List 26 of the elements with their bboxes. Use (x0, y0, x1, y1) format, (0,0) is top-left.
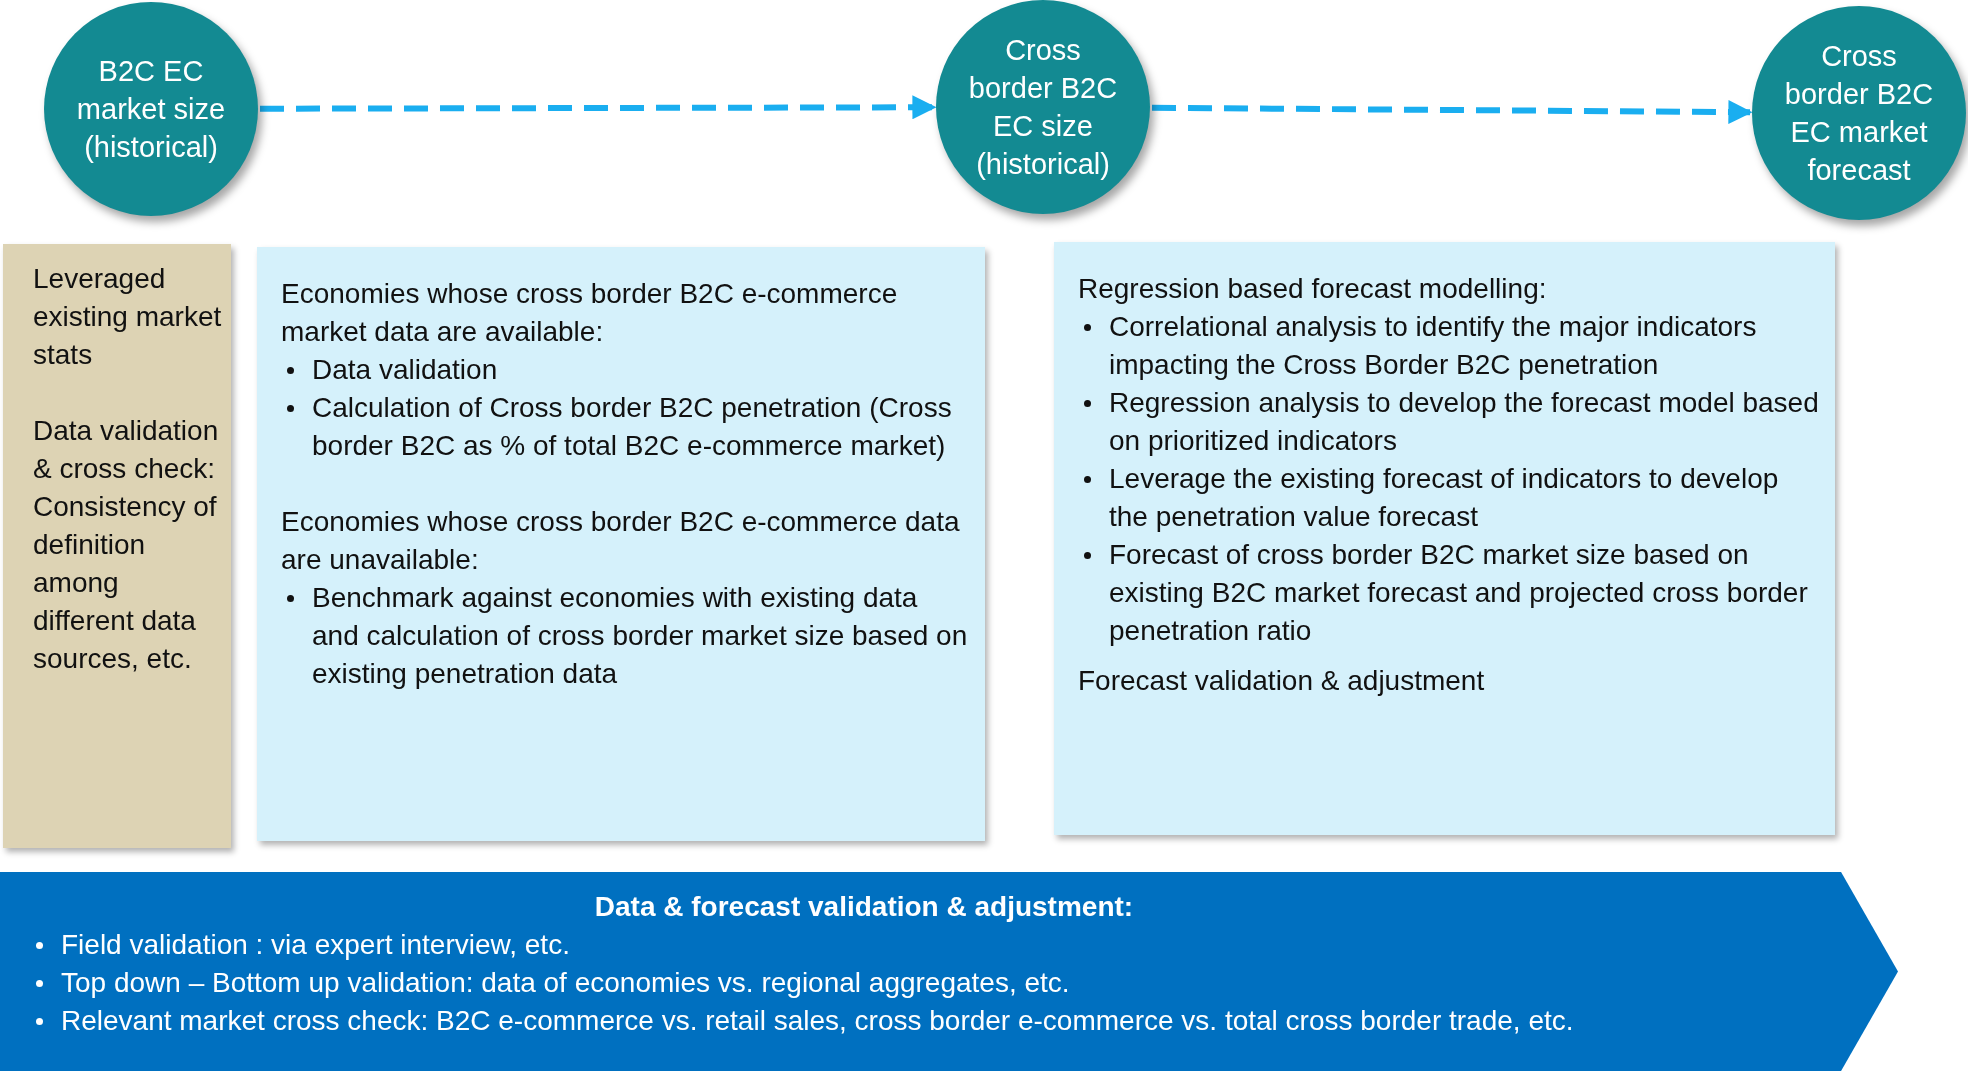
bullet-text: Regression analysis to develop the forecast model based on prioritized indicators (1109, 386, 1819, 458)
dashed-arrow (260, 95, 937, 120)
paragraph-text: Leveraged existing market stats (33, 262, 223, 372)
banner-heading: Data & forecast validation & adjustment: (593, 890, 1135, 924)
bullet-text: Top down – Bottom up validation: data of economies vs. regional aggregates, etc. (61, 966, 1070, 1000)
method-panel (257, 247, 985, 841)
circle-label: B2C EC market size (historical) (75, 54, 227, 165)
bullet-text: Data validation (312, 353, 498, 387)
paragraph-text: Data validation & cross check: Consistency of definition among different data sources, etc. (33, 414, 220, 676)
bullet-text: Benchmark against economies with existing data and calculation of cross border market size based on existing penetration data (312, 581, 969, 691)
circle-label: Cross border B2C EC size (historical) (967, 33, 1119, 182)
paragraph-text: Economies whose cross border B2C e-commerce data are unavailable: (281, 505, 961, 577)
circle-label: Cross border B2C EC market forecast (1783, 39, 1935, 188)
bullet-text: Calculation of Cross border B2C penetration (Cross border B2C as % of total B2C e-commerce market) (312, 391, 953, 463)
bullet-text: Leverage the existing forecast of indicators to develop the penetration value forecast (1109, 462, 1780, 534)
method-panel (3, 244, 231, 848)
bullet-text: Relevant market cross check: B2C e-commerce vs. retail sales, cross border e-commerce vs. total cross border trade, etc. (61, 1004, 1574, 1038)
validation-banner (0, 872, 1898, 1071)
bullet-text: Field validation : via expert interview, etc. (61, 928, 570, 962)
dashed-arrow (1151, 100, 1753, 125)
bullet-text: Correlational analysis to identify the major indicators impacting the Cross Border B2C penetration (1109, 310, 1758, 382)
method-panel (1054, 242, 1835, 835)
paragraph-text: Economies whose cross border B2C e-commerce market data are available: (281, 277, 899, 349)
bullet-text: Forecast of cross border B2C market size based on existing B2C market forecast and projected cross border penetration ratio (1109, 538, 1809, 648)
paragraph-text: Regression based forecast modelling: (1078, 272, 1548, 306)
paragraph-text: Forecast validation & adjustment (1078, 664, 1486, 698)
